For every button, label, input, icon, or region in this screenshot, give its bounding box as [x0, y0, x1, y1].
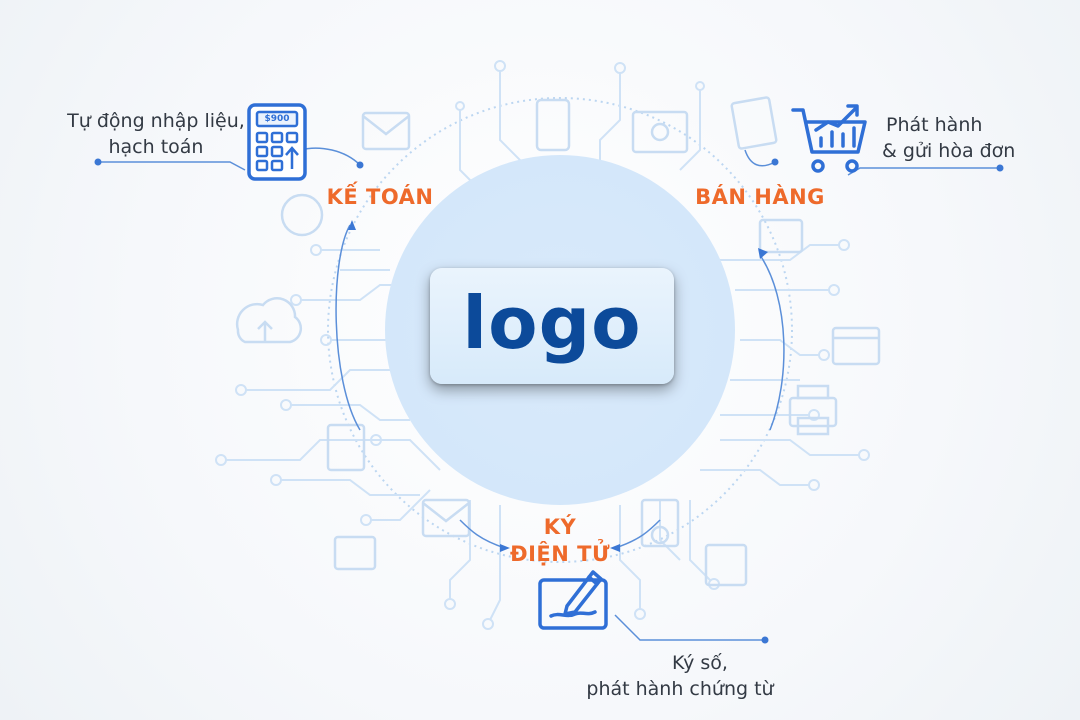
sales-caption-line-2: & gửi hòa đơn: [882, 140, 1016, 162]
signature-pad-icon: [538, 570, 608, 630]
signing-caption: Ký số, phát hành chứng từ: [570, 650, 790, 702]
sales-title: BÁN HÀNG: [695, 185, 825, 209]
signing-caption-line-2: phát hành chứng từ: [586, 678, 774, 700]
sales-caption: Phát hành & gửi hòa đơn: [882, 112, 1042, 164]
signing-caption-line-1: Ký số,: [672, 652, 728, 674]
calculator-icon: [247, 103, 307, 181]
calculator-screen-label: $900: [264, 114, 290, 124]
accounting-caption: Tự động nhập liệu, hạch toán: [64, 108, 248, 160]
accounting-caption-line-2: hạch toán: [108, 136, 204, 158]
shopping-cart-chart-icon: [791, 104, 867, 173]
accounting-caption-line-1: Tự động nhập liệu,: [67, 110, 245, 132]
signing-title-line-2: ĐIỆN TỬ: [509, 542, 610, 566]
signing-title: KÝ ĐIỆN TỬ: [505, 514, 615, 568]
accounting-title: KẾ TOÁN: [326, 185, 434, 209]
sales-caption-line-1: Phát hành: [886, 114, 983, 136]
logo-badge: logo: [430, 268, 674, 384]
signing-title-line-1: KÝ: [543, 515, 577, 539]
logo-text: logo: [462, 281, 642, 365]
